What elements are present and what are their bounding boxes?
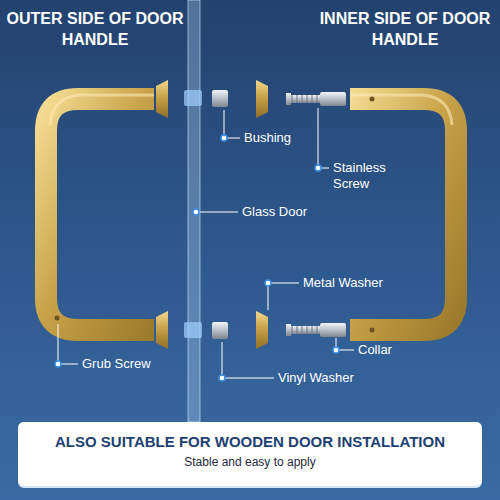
bushing [212, 322, 228, 339]
outer-handle [46, 99, 154, 330]
band-shadow [18, 422, 482, 488]
part-label: Bushing [244, 130, 291, 146]
bushing [212, 90, 228, 107]
stainless-screw [286, 92, 346, 106]
metal-washer [256, 80, 268, 118]
glass-door [188, 0, 200, 422]
leader-dots [55, 135, 339, 381]
outer-escutcheon [156, 311, 168, 349]
band-heading: ALSO SUITABLE FOR WOODEN DOOR INSTALLATI… [30, 432, 470, 451]
part-label: Glass Door [242, 204, 307, 220]
metal-washer [256, 311, 268, 349]
part-label: Grub Screw [82, 356, 151, 372]
stainless-screw [286, 323, 346, 337]
info-band: ALSO SUITABLE FOR WOODEN DOOR INSTALLATI… [18, 422, 482, 486]
side-heading: OUTER SIDE OF DOOR HANDLE [0, 8, 190, 50]
part-label: Stainless Screw [333, 160, 403, 192]
band-subtext: Stable and easy to apply [30, 454, 470, 471]
leader-lines [58, 108, 354, 378]
inner-handle [350, 99, 456, 330]
part-label: Collar [358, 342, 392, 358]
part-label: Metal Washer [303, 275, 383, 291]
vinyl-bushing [184, 322, 202, 338]
part-label: Vinyl Washer [278, 370, 354, 386]
side-heading: INNER SIDE OF DOOR HANDLE [310, 8, 500, 50]
outer-escutcheon [156, 80, 168, 118]
vinyl-bushing [184, 90, 202, 106]
